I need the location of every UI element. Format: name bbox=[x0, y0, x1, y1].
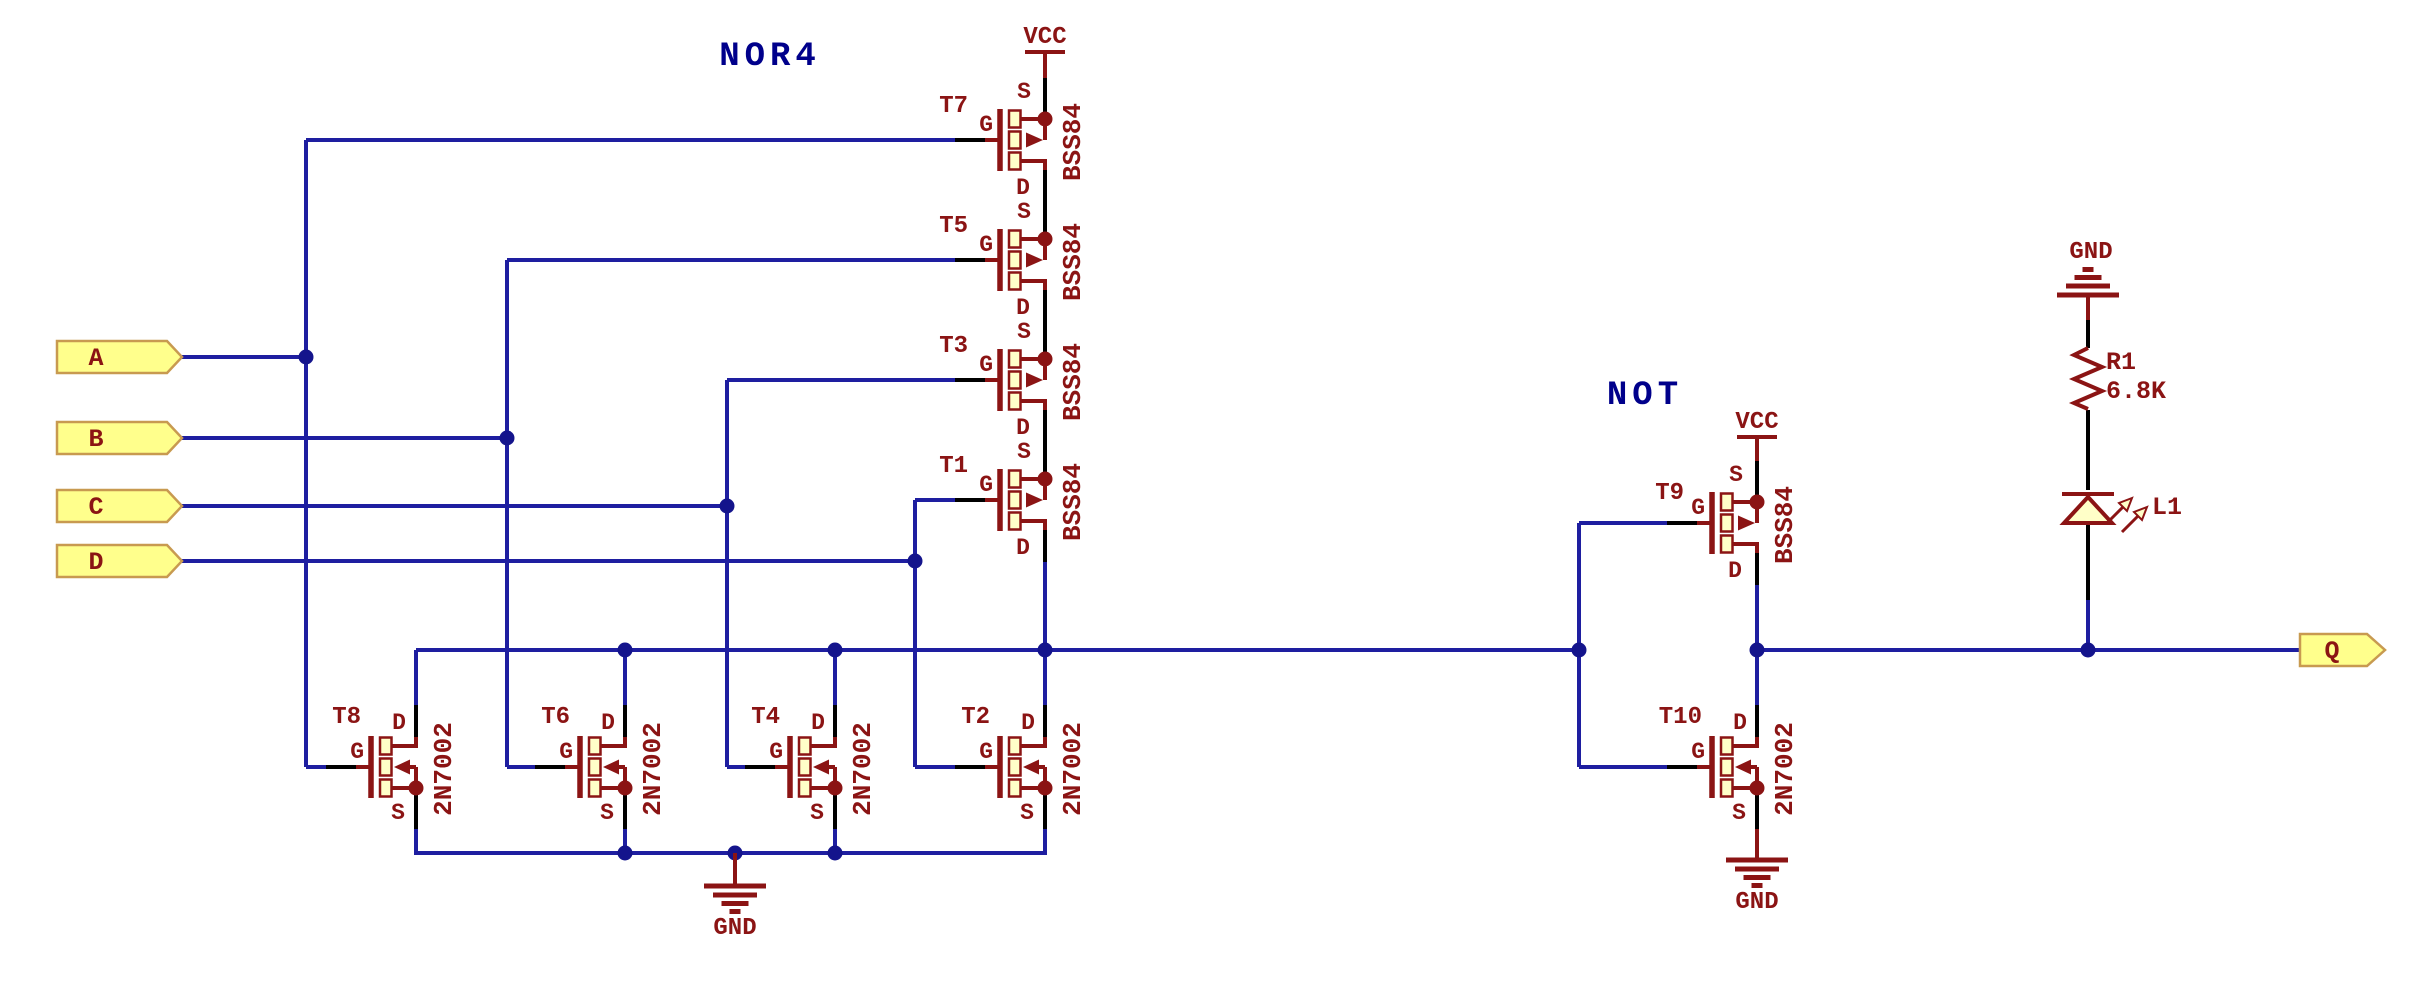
pin-gate-label: G bbox=[769, 739, 783, 765]
transistor-part: BSS84 bbox=[1058, 463, 1088, 541]
vcc-label: VCC bbox=[1735, 409, 1778, 436]
pin-source-label: S bbox=[1017, 439, 1031, 465]
pin-source-label: S bbox=[1017, 199, 1031, 225]
transistor-ref: T3 bbox=[939, 333, 968, 360]
pin-drain-label: D bbox=[1016, 295, 1030, 321]
transistor-t4[interactable]: T4 G D S 2N7002 bbox=[745, 704, 878, 829]
wire-net-input-c[interactable] bbox=[182, 378, 955, 769]
input-flag-a-label: A bbox=[88, 344, 103, 373]
transistor-part: BSS84 bbox=[1058, 343, 1088, 421]
wire-net-input-a[interactable] bbox=[182, 138, 955, 769]
pin-gate-label: G bbox=[1691, 495, 1705, 521]
pin-gate-label: G bbox=[979, 112, 993, 138]
transistor-ref: T2 bbox=[961, 704, 990, 731]
transistor-t3[interactable]: T3 G S D BSS84 bbox=[939, 318, 1088, 442]
transistor-ref: T8 bbox=[332, 704, 361, 731]
pin-source-label: S bbox=[1732, 800, 1746, 826]
input-flag-c-label: C bbox=[88, 493, 103, 522]
pin-drain-label: D bbox=[392, 710, 406, 736]
pin-gate-label: G bbox=[350, 739, 364, 765]
pin-source-label: S bbox=[600, 800, 614, 826]
pin-drain-label: D bbox=[1016, 535, 1030, 561]
pin-gate-label: G bbox=[979, 232, 993, 258]
transistor-t7[interactable]: T7 G S D BSS84 bbox=[939, 78, 1088, 202]
gnd-symbol-not[interactable]: GND bbox=[1726, 829, 1788, 916]
led-light-arrow-icon bbox=[2132, 505, 2149, 522]
junction-dots bbox=[298, 349, 2096, 861]
vcc-symbol-nor4[interactable]: VCC bbox=[1023, 24, 1067, 78]
transistor-ref: T7 bbox=[939, 93, 968, 120]
transistor-part: 2N7002 bbox=[429, 722, 459, 816]
pin-drain-label: D bbox=[811, 710, 825, 736]
pin-gate-label: G bbox=[979, 352, 993, 378]
led-name: L1 bbox=[2152, 493, 2182, 522]
resistor-r1[interactable]: R1 6.8K bbox=[2068, 346, 2166, 411]
transistor-ref: T6 bbox=[541, 704, 570, 731]
nor4-gate-title: NOR4 bbox=[719, 38, 821, 76]
pin-drain-label: D bbox=[601, 710, 615, 736]
pin-gate-label: G bbox=[979, 472, 993, 498]
gnd-label: GND bbox=[1735, 889, 1778, 916]
transistor-part: BSS84 bbox=[1058, 223, 1088, 301]
pin-gate-label: G bbox=[1691, 739, 1705, 765]
transistor-ref: T10 bbox=[1659, 704, 1702, 731]
output-flag-q[interactable]: Q bbox=[2298, 632, 2387, 668]
transistor-t6[interactable]: T6 G D S 2N7002 bbox=[535, 704, 668, 829]
transistor-part: BSS84 bbox=[1770, 486, 1800, 564]
pin-drain-label: D bbox=[1021, 710, 1035, 736]
pin-drain-label: D bbox=[1728, 558, 1742, 584]
gnd-label: GND bbox=[2069, 239, 2112, 266]
transistor-part: 2N7002 bbox=[1770, 722, 1800, 816]
transistor-t2[interactable]: T2 G D S 2N7002 bbox=[955, 704, 1088, 829]
input-flag-a[interactable]: A bbox=[55, 339, 184, 375]
transistor-t10[interactable]: T10 G D S 2N7002 bbox=[1659, 704, 1800, 829]
input-flag-d-label: D bbox=[88, 548, 103, 577]
vcc-label: VCC bbox=[1023, 24, 1066, 51]
transistor-t1[interactable]: T1 G S D BSS84 bbox=[939, 438, 1088, 562]
transistor-ref: T4 bbox=[751, 704, 780, 731]
transistor-t9[interactable]: T9 G S D BSS84 bbox=[1655, 461, 1800, 585]
pin-drain-label: D bbox=[1016, 175, 1030, 201]
pin-gate-label: G bbox=[979, 739, 993, 765]
vcc-symbol-not[interactable]: VCC bbox=[1735, 409, 1779, 461]
input-flag-d[interactable]: D bbox=[55, 543, 184, 579]
transistor-part: 2N7002 bbox=[638, 722, 668, 816]
transistor-ref: T1 bbox=[939, 453, 968, 480]
gnd-symbol-led-branch[interactable]: GND bbox=[2057, 239, 2119, 320]
input-flag-c[interactable]: C bbox=[55, 488, 184, 524]
resistor-name: R1 bbox=[2106, 348, 2136, 377]
gnd-symbol-nor4[interactable]: GND bbox=[704, 853, 766, 942]
output-flag-q-label: Q bbox=[2324, 637, 2339, 666]
pin-source-label: S bbox=[810, 800, 824, 826]
pin-drain-label: D bbox=[1016, 415, 1030, 441]
resistor-value: 6.8K bbox=[2106, 377, 2166, 406]
pin-source-label: S bbox=[391, 800, 405, 826]
gnd-label: GND bbox=[713, 915, 756, 942]
led-light-arrow-icon bbox=[2117, 496, 2134, 513]
wire-net-q-output[interactable] bbox=[1755, 585, 2300, 705]
transistor-ref: T9 bbox=[1655, 480, 1684, 507]
pin-source-label: S bbox=[1020, 800, 1034, 826]
transistor-part: 2N7002 bbox=[1058, 722, 1088, 816]
led-l1[interactable]: L1 bbox=[2059, 492, 2182, 534]
pin-source-label: S bbox=[1017, 79, 1031, 105]
not-gate-title: NOT bbox=[1607, 377, 1683, 415]
input-flag-b[interactable]: B bbox=[55, 420, 184, 456]
wire-net-input-d[interactable] bbox=[182, 498, 955, 769]
transistor-part: BSS84 bbox=[1058, 103, 1088, 181]
pin-drain-label: D bbox=[1733, 710, 1747, 736]
wire-net-input-b[interactable] bbox=[182, 258, 955, 769]
transistor-t8[interactable]: T8 G D S 2N7002 bbox=[326, 704, 459, 829]
input-flag-b-label: B bbox=[88, 425, 103, 454]
pin-gate-label: G bbox=[559, 739, 573, 765]
transistor-t5[interactable]: T5 G S D BSS84 bbox=[939, 198, 1088, 322]
transistor-part: 2N7002 bbox=[848, 722, 878, 816]
transistor-ref: T5 bbox=[939, 213, 968, 240]
pin-source-label: S bbox=[1729, 462, 1743, 488]
pin-source-label: S bbox=[1017, 319, 1031, 345]
